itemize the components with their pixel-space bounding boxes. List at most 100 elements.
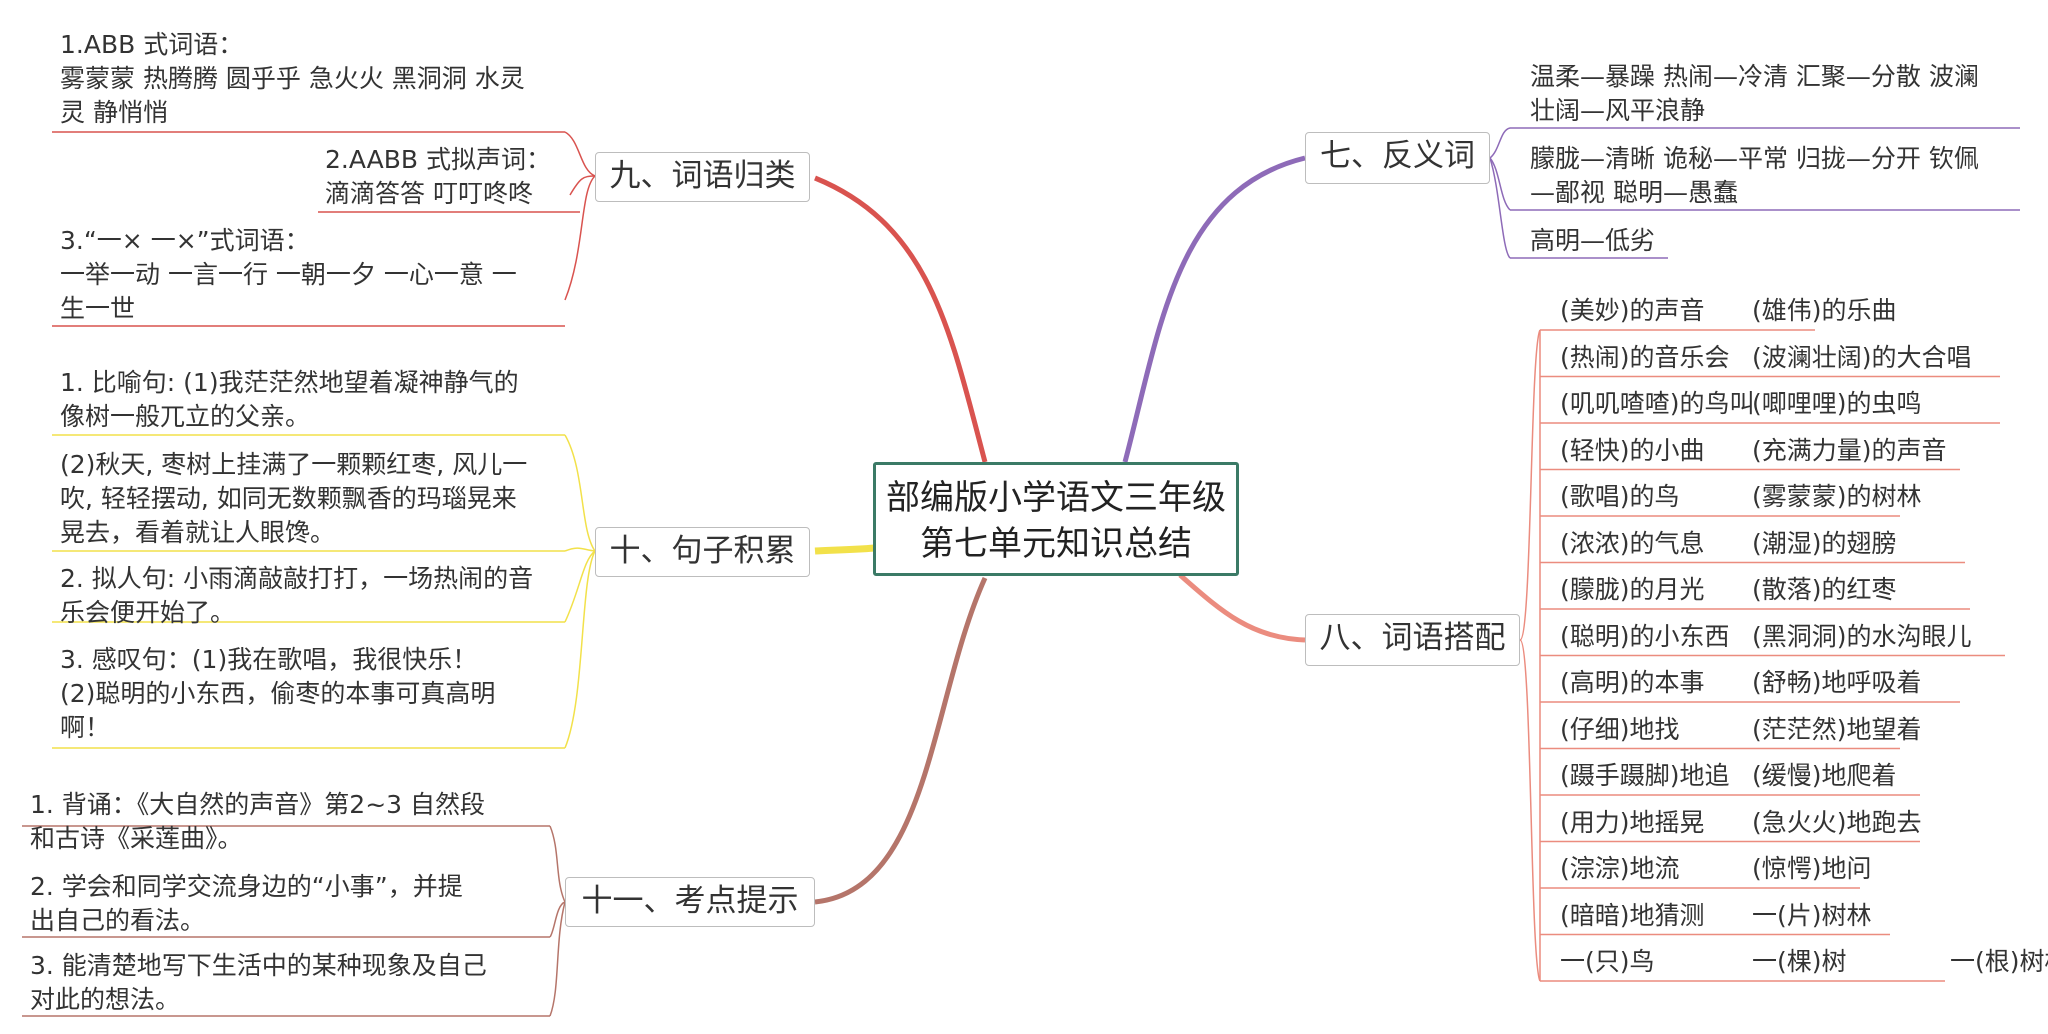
b8-pair-second: (缓慢)地爬着 [1752,761,1897,790]
b8-pair-third: 一(根)树枝 [1950,947,2048,976]
b10-item-1-line-1: 1. 比喻句: (1)我茫茫然地望着凝神静气的 [60,368,519,397]
b7-item-2: 朦胧—清晰 诡秘—平常 归拢—分开 钦佩 —鄙视 聪明—愚蠢 [1530,142,2020,210]
b8-pair-first: 一(只)鸟 [1560,947,1655,976]
b8-pair-first: (暗暗)地猜测 [1560,900,1705,930]
b8-pair-second: (充满力量)的声音 [1752,435,1947,465]
b9-item-2-line-1: 2.AABB 式拟声词： [325,145,552,174]
b11-item-2-line-2: 出自己的看法。 [30,906,206,935]
branch-8-title[interactable]: 八、词语搭配 [1305,614,1520,666]
b8-pair-first: (高明)的本事 [1560,668,1705,697]
branch-10-title[interactable]: 十、句子积累 [595,527,810,577]
b8-pair-second: (波澜壮阔)的大合唱 [1752,342,1972,372]
connector-branch-8 [1178,573,1306,643]
b11-item-1-line-2: 和古诗《采莲曲》。 [30,824,243,853]
b8-pair-second: (惊愕)地问 [1752,854,1872,883]
b10-item-3-line-1: 2. 拟人句: 小雨滴敲敲打打，一场热闹的音 [60,564,534,593]
b10-item-2-line-2: 吹, 轻轻摆动, 如同无数颗飘香的玛瑙晃来 [60,484,517,513]
b8-pair-first: (蹑手蹑脚)地追 [1560,761,1730,790]
b8-pair-row: (暗暗)地猜测 一(片)树林 [1560,899,1872,933]
b8-pair-first: (聪明)的小东西 [1560,621,1730,651]
b10-item-4: 3. 感叹句：(1)我在歌唱，我很快乐！ (2)聪明的小东西，偷枣的本事可真高明… [60,643,570,745]
b7-item-1-line-2: 壮阔—风平浪静 [1530,96,1706,125]
b8-pair-row: (热闹)的音乐会 (波澜壮阔)的大合唱 [1560,341,1972,375]
b7-item-3-line-1: 高明—低劣 [1530,226,1656,255]
b8-pair-second: (茫茫然)地望着 [1752,714,1922,744]
b10-item-3: 2. 拟人句: 小雨滴敲敲打打，一场热闹的音 乐会便开始了。 [60,562,570,630]
b10-item-4-line-2: (2)聪明的小东西，偷枣的本事可真高明 [60,679,496,708]
b8-pair-first: (朦胧)的月光 [1560,575,1705,604]
b8-pair-second: 一(棵)树 [1752,947,1847,976]
central-topic-line-1: 部编版小学语文三年级 [886,478,1226,518]
b11-item-1-line-1: 1. 背诵：《大自然的声音》第2~3 自然段 [30,790,486,819]
b8-pair-first: (叽叽喳喳)的鸟叫 [1560,389,1755,418]
b8-pair-row: (轻快)的小曲 (充满力量)的声音 [1560,434,1947,468]
central-topic[interactable]: 部编版小学语文三年级 第七单元知识总结 [873,462,1239,576]
b9-item-1-line-1: 1.ABB 式词语： [60,30,244,59]
b10-item-1-line-2: 像树一般兀立的父亲。 [60,402,311,431]
b8-pair-second: (雾蒙蒙)的树林 [1752,482,1922,511]
b8-pair-row: (聪明)的小东西 (黑洞洞)的水沟眼儿 [1560,620,1972,654]
b10-item-4-line-3: 啊！ [60,713,111,742]
b10-item-3-line-2: 乐会便开始了。 [60,598,236,627]
b8-pair-second: (急火火)地跑去 [1752,807,1922,837]
b9-item-2-line-2: 滴滴答答 叮叮咚咚 [325,179,533,208]
b8-pair-second: 一(片)树林 [1752,900,1872,930]
b8-pair-first: (浓浓)的气息 [1560,528,1705,558]
branch-7-title[interactable]: 七、反义词 [1305,132,1490,184]
b10-item-4-line-1: 3. 感叹句：(1)我在歌唱，我很快乐！ [60,645,478,674]
b7-item-3: 高明—低劣 [1530,224,1730,258]
b10-item-1: 1. 比喻句: (1)我茫茫然地望着凝神静气的 像树一般兀立的父亲。 [60,366,570,434]
b7-item-2-line-1: 朦胧—清晰 诡秘—平常 归拢—分开 钦佩 [1530,144,1979,173]
b8-pair-row: (用力)地摇晃 (急火火)地跑去 [1560,806,1922,840]
b8-pair-row: (淙淙)地流 (惊愕)地问 [1560,852,1872,886]
branch-9-title[interactable]: 九、词语归类 [595,152,810,202]
b8-pair-second: (唧哩哩)的虫鸣 [1752,389,1922,418]
b8-pair-second: (散落)的红枣 [1752,575,1897,604]
b10-item-2: (2)秋天, 枣树上挂满了一颗颗红枣, 风儿一 吹, 轻轻摆动, 如同无数颗飘香… [60,448,570,550]
connector-branch-10 [814,544,876,555]
b7-item-1: 温柔—暴躁 热闹—冷清 汇聚—分散 波澜 壮阔—风平浪静 [1530,60,2020,128]
b9-item-1-line-3: 灵 静悄悄 [60,98,168,127]
b8-pair-second: (雄伟)的乐曲 [1752,296,1897,325]
b9-item-1-line-2: 雾蒙蒙 热腾腾 圆乎乎 急火火 黑洞洞 水灵 [60,64,525,93]
b9-item-2: 2.AABB 式拟声词： 滴滴答答 叮叮咚咚 [325,143,575,211]
b8-pair-row: (美妙)的声音 (雄伟)的乐曲 [1560,294,1897,328]
b11-item-2: 2. 学会和同学交流身边的“小事”，并提 出自己的看法。 [30,870,550,938]
b8-pair-first: (轻快)的小曲 [1560,435,1705,465]
branch-11-title[interactable]: 十一、考点提示 [565,877,815,927]
b9-item-3-line-3: 生一世 [60,294,136,323]
b11-item-3-line-2: 对此的想法。 [30,985,181,1014]
b11-item-3-line-1: 3. 能清楚地写下生活中的某种现象及自己 [30,951,487,980]
b8-pair-first: (热闹)的音乐会 [1560,342,1730,372]
b8-pair-row: 一(只)鸟 一(棵)树 一(根)树枝 [1560,945,2048,979]
b8-pair-second: (潮湿)的翅膀 [1752,528,1897,558]
b10-item-2-line-1: (2)秋天, 枣树上挂满了一颗颗红枣, 风儿一 [60,450,528,479]
b11-item-2-line-1: 2. 学会和同学交流身边的“小事”，并提 [30,872,463,901]
b8-pair-second: (黑洞洞)的水沟眼儿 [1752,621,1972,651]
b8-pair-first: (仔细)地找 [1560,714,1680,744]
b8-pair-first: (歌唱)的鸟 [1560,482,1680,511]
b8-pair-row: (蹑手蹑脚)地追 (缓慢)地爬着 [1560,759,1897,793]
connector-branch-9 [814,175,988,463]
b9-item-1: 1.ABB 式词语： 雾蒙蒙 热腾腾 圆乎乎 急火火 黑洞洞 水灵 灵 静悄悄 [60,28,570,130]
b7-item-1-line-1: 温柔—暴躁 热闹—冷清 汇聚—分散 波澜 [1530,62,1979,91]
b9-item-3: 3.“一× 一×”式词语： 一举一动 一言一行 一朝一夕 一心一意 一 生一世 [60,224,570,326]
connector-branch-7 [1122,155,1306,463]
b8-pair-first: (美妙)的声音 [1560,296,1705,325]
b9-item-3-line-1: 3.“一× 一×”式词语： [60,226,310,255]
b8-pair-row: (朦胧)的月光 (散落)的红枣 [1560,573,1897,607]
b8-pair-first: (用力)地摇晃 [1560,807,1705,837]
b8-pair-first: (淙淙)地流 [1560,854,1680,883]
connector-branch-11 [814,576,988,905]
b8-pair-row: (仔细)地找 (茫茫然)地望着 [1560,713,1922,747]
b8-pair-row: (高明)的本事 (舒畅)地呼吸着 [1560,666,1922,700]
b8-spine [1519,329,1541,641]
b9-item-3-line-2: 一举一动 一言一行 一朝一夕 一心一意 一 [60,260,517,289]
b8-pair-second: (舒畅)地呼吸着 [1752,668,1922,697]
b8-pair-row: (浓浓)的气息 (潮湿)的翅膀 [1560,527,1897,561]
b8-pair-row: (叽叽喳喳)的鸟叫(唧哩哩)的虫鸣 [1560,387,1922,421]
b8-pair-row: (歌唱)的鸟 (雾蒙蒙)的树林 [1560,480,1922,514]
b11-item-3: 3. 能清楚地写下生活中的某种现象及自己 对此的想法。 [30,949,550,1017]
